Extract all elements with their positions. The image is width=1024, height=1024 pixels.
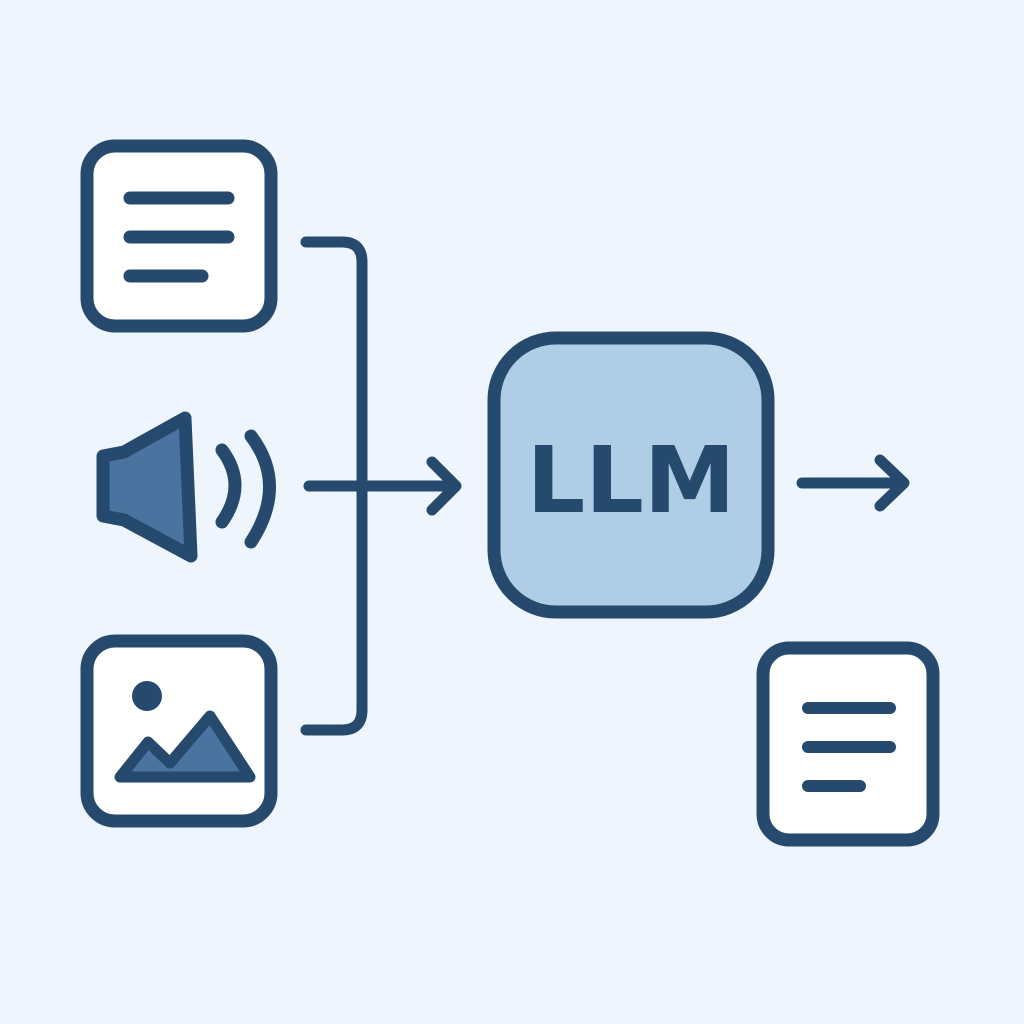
input-image-icon xyxy=(80,634,278,828)
llm-label: LLM xyxy=(527,427,736,534)
input-audio-speaker-icon xyxy=(96,411,276,563)
input-text-document-icon xyxy=(80,139,278,333)
llm-model-box: LLM xyxy=(487,331,775,619)
output-arrow xyxy=(796,454,910,512)
input-merge-bracket xyxy=(300,236,462,736)
output-text-document-icon xyxy=(756,641,940,847)
